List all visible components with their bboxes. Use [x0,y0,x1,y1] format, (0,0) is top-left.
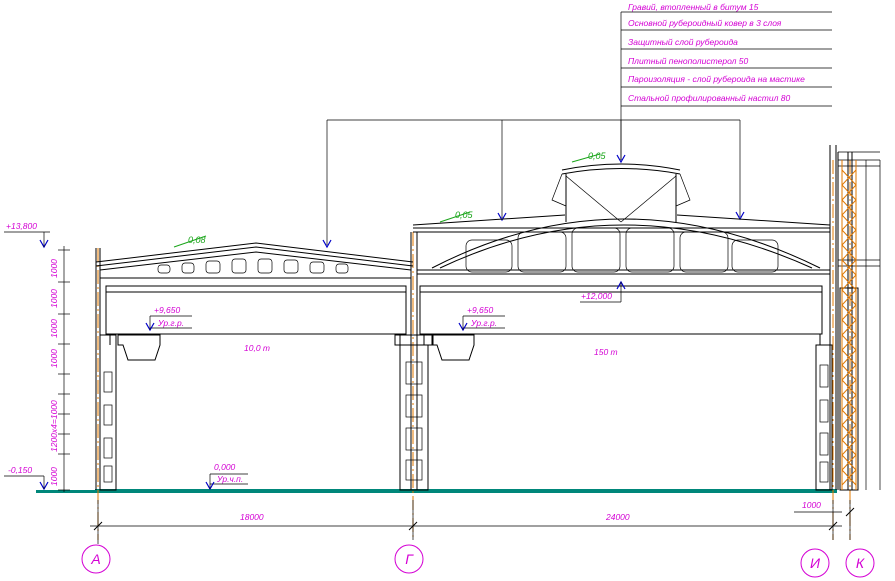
axis-marker-g: Г [394,544,424,574]
dim-end: 1000 [802,500,821,510]
level-truss-bottom: +12,000 [581,291,612,301]
level-crane-right-mark: +9,650 Ур.г.р. [458,305,505,332]
roof-leader-lines [322,119,745,249]
axis-label-g: Г [405,551,414,567]
crane-beams [105,285,823,361]
level-truss-bottom-mark: +12,000 [580,280,626,303]
vertical-dimension-chain: 1000 1000 1000 1000 1200x4=1000 1000 [49,246,70,492]
axis-label-a: А [90,551,100,567]
roof-layer-4: Плитный пенополистерол 50 [628,56,749,66]
roof-layer-6: Стальной профилированный настил 80 [628,93,790,103]
level-crane-right-label: Ур.г.р. [470,318,497,328]
horizontal-dimension-chain: 18000 24000 1000 [90,500,855,540]
dim-v-5: 1200x4=1000 [49,400,59,452]
dim-v-4: 1000 [49,349,59,368]
crane-left-capacity: 10,0 т [244,343,270,353]
dim-v-2: 1000 [49,289,59,308]
roof-layer-1: Гравий, втопленный в битум 15 [628,2,759,12]
axis-marker-i: И [800,548,830,578]
ground-floor-line [36,489,837,493]
level-floor-label: Ур.ч.п. [216,474,243,484]
level-crane-left-mark: +9,650 Ур.г.р. [145,305,192,332]
roof-layer-3: Защитный слой рубероида [628,37,738,47]
level-top-mark: +13,800 [4,221,50,249]
dim-span-left: 18000 [240,512,264,522]
axis-label-i: И [810,555,821,571]
level-top: +13,800 [6,221,37,231]
roof-lantern [551,163,691,223]
roof-layer-2: Основной рубероидный ковер в 3 слоя [628,18,782,28]
left-span-roof [95,242,414,279]
level-ground-mark: -0,150 [4,465,49,491]
level-floor-value: 0,000 [214,462,236,472]
column-axis-k [837,151,881,540]
level-crane-left-label: Ур.г.р. [157,318,184,328]
column-axis-g [394,232,434,540]
lantern-slope: 0,05 [588,151,607,161]
right-span-roof [412,214,831,275]
right-roof-slope: 0,05 [455,210,474,220]
dim-v-6: 1000 [49,467,59,486]
roof-layer-legend: Гравий, втопленный в битум 15 Основной р… [620,2,832,160]
level-crane-left-value: +9,650 [154,305,181,315]
wall-lattice [841,160,857,490]
axis-marker-k: К [845,548,875,578]
dim-v-1: 1000 [49,259,59,278]
slope-indicators: 0,08 0,05 0,05 [173,151,607,248]
column-axis-i [815,145,837,540]
axis-marker-a: А [81,540,111,574]
roof-layer-5: Пароизоляция - слой рубероида на мастике [628,74,805,84]
left-roof-slope: 0,08 [188,235,206,245]
dim-span-right: 24000 [605,512,630,522]
axis-label-k: К [856,555,865,571]
crane-right-capacity: 150 т [594,347,618,357]
level-crane-right-value: +9,650 [467,305,494,315]
column-axis-a [95,248,117,540]
level-ground: -0,150 [8,465,32,475]
dim-v-3: 1000 [49,319,59,338]
level-floor-mark: 0,000 Ур.ч.п. [205,462,248,491]
